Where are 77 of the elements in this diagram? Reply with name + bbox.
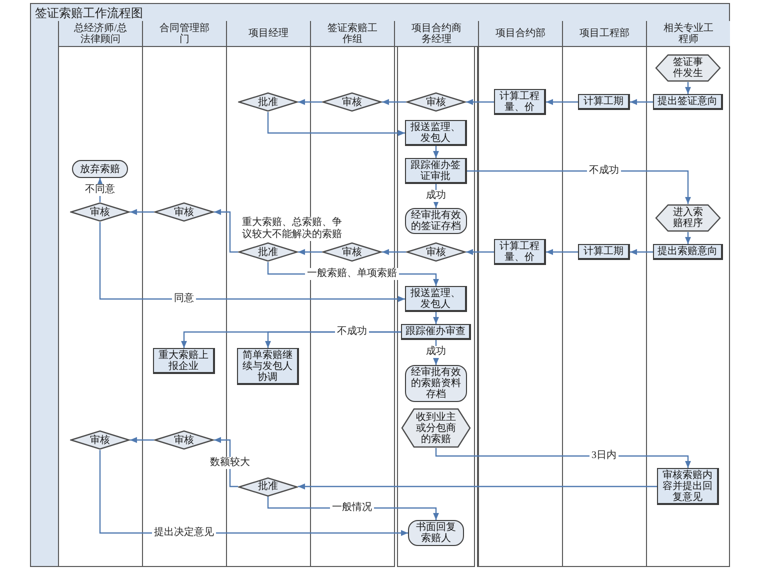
lane-header: 签证索赔工作组 [310, 21, 394, 47]
process-box: 计算工程量、价 [494, 239, 546, 265]
lane-header: 相关专业工程师 [646, 21, 730, 47]
decision-diamond: 批准 [238, 242, 298, 262]
edge-label: 数额较大 [208, 457, 252, 469]
flow-arrow [382, 249, 406, 255]
process-box: 计算工期 [578, 94, 630, 110]
lane-header: 项目合约商务经理 [394, 21, 478, 47]
flow-arrow [433, 146, 439, 158]
edge-label: 成功 [424, 346, 448, 358]
flow-arrow [130, 437, 154, 443]
event-hexagon: 签证事件发生 [655, 54, 721, 82]
flow-arrow [382, 99, 406, 105]
process-box: 报送监理、发包人 [405, 286, 467, 312]
terminator-box: 经审批有效的索赔资料存档 [405, 365, 467, 402]
swimlane [58, 21, 142, 567]
flow-arrow [466, 249, 494, 255]
decision-diamond: 审核 [70, 202, 130, 222]
flow-arrow [433, 312, 439, 324]
flow-arrow [433, 340, 439, 365]
process-box: 提出索赔意向 [653, 244, 723, 260]
swimlane [562, 21, 646, 567]
edge-label: 成功 [424, 190, 448, 202]
edge-label: 3日内 [590, 450, 618, 462]
flow-arrow [630, 99, 653, 105]
edge-label: 不成功 [335, 326, 369, 338]
terminator-box: 经审批有效的签证存档 [405, 208, 467, 234]
flow-arrow [298, 249, 322, 255]
decision-diamond: 审核 [154, 430, 214, 450]
event-hexagon: 收到业主或分包商的索赔 [401, 408, 471, 448]
flow-arrow [685, 82, 691, 94]
decision-diamond: 审核 [154, 202, 214, 222]
flow-arrow [298, 484, 657, 490]
decision-diamond: 批准 [238, 92, 298, 112]
flow-arrow [466, 99, 494, 105]
flow-arrow [130, 209, 154, 215]
process-box: 计算工期 [578, 244, 630, 260]
lane-header: 总经济师/总法律顾问 [58, 21, 142, 47]
process-box: 报送监理、发包人 [405, 120, 467, 146]
edge-label: 不成功 [587, 165, 621, 177]
decision-diamond: 审核 [406, 242, 466, 262]
flow-arrow [685, 232, 691, 244]
terminator-box: 放弃索赔 [72, 160, 128, 178]
lane-header: 合同管理部门 [142, 21, 226, 47]
flow-arrow [546, 99, 578, 105]
flow-arrow [435, 448, 691, 468]
terminator-box: 书面回复索赔人 [408, 520, 464, 546]
edge-label: 不同意 [83, 184, 117, 196]
process-box: 提出签证意向 [653, 94, 723, 110]
edge-label: 一般索赔、单项索赔 [305, 268, 399, 280]
flow-arrow [546, 249, 578, 255]
decision-diamond: 审核 [322, 242, 382, 262]
process-box: 计算工程量、价 [494, 89, 546, 115]
lane-header: 项目工程部 [562, 21, 646, 47]
lane-header: 项目经理 [226, 21, 310, 47]
flow-arrow [267, 112, 405, 136]
edge-label: 提出决定意见 [152, 527, 216, 539]
process-box: 简单索赔继续与发包人协调 [237, 348, 299, 385]
decision-diamond: 批准 [238, 476, 298, 496]
swimlane [646, 21, 730, 567]
decision-diamond: 审核 [406, 92, 466, 112]
edge-label: 同意 [172, 293, 196, 305]
process-box: 审核索赔内容并提出回复意见 [657, 468, 719, 505]
process-box: 跟踪催办审查 [401, 324, 471, 340]
decision-diamond: 审核 [322, 92, 382, 112]
event-hexagon: 进入索赔程序 [655, 204, 721, 232]
process-box: 跟踪催办签证审批 [405, 158, 467, 184]
process-box: 重大索赔上报企业 [153, 348, 215, 374]
swimlane [478, 21, 562, 567]
lane-header: 项目合约部 [478, 21, 562, 47]
edge-label: 一般情况 [330, 502, 374, 514]
flow-arrow [214, 209, 238, 253]
flow-arrow [298, 99, 322, 105]
flow-arrow [99, 222, 405, 302]
flow-arrow [630, 249, 653, 255]
decision-diamond: 审核 [70, 430, 130, 450]
diagram-title: 签证索赔工作流程图 [30, 3, 730, 22]
